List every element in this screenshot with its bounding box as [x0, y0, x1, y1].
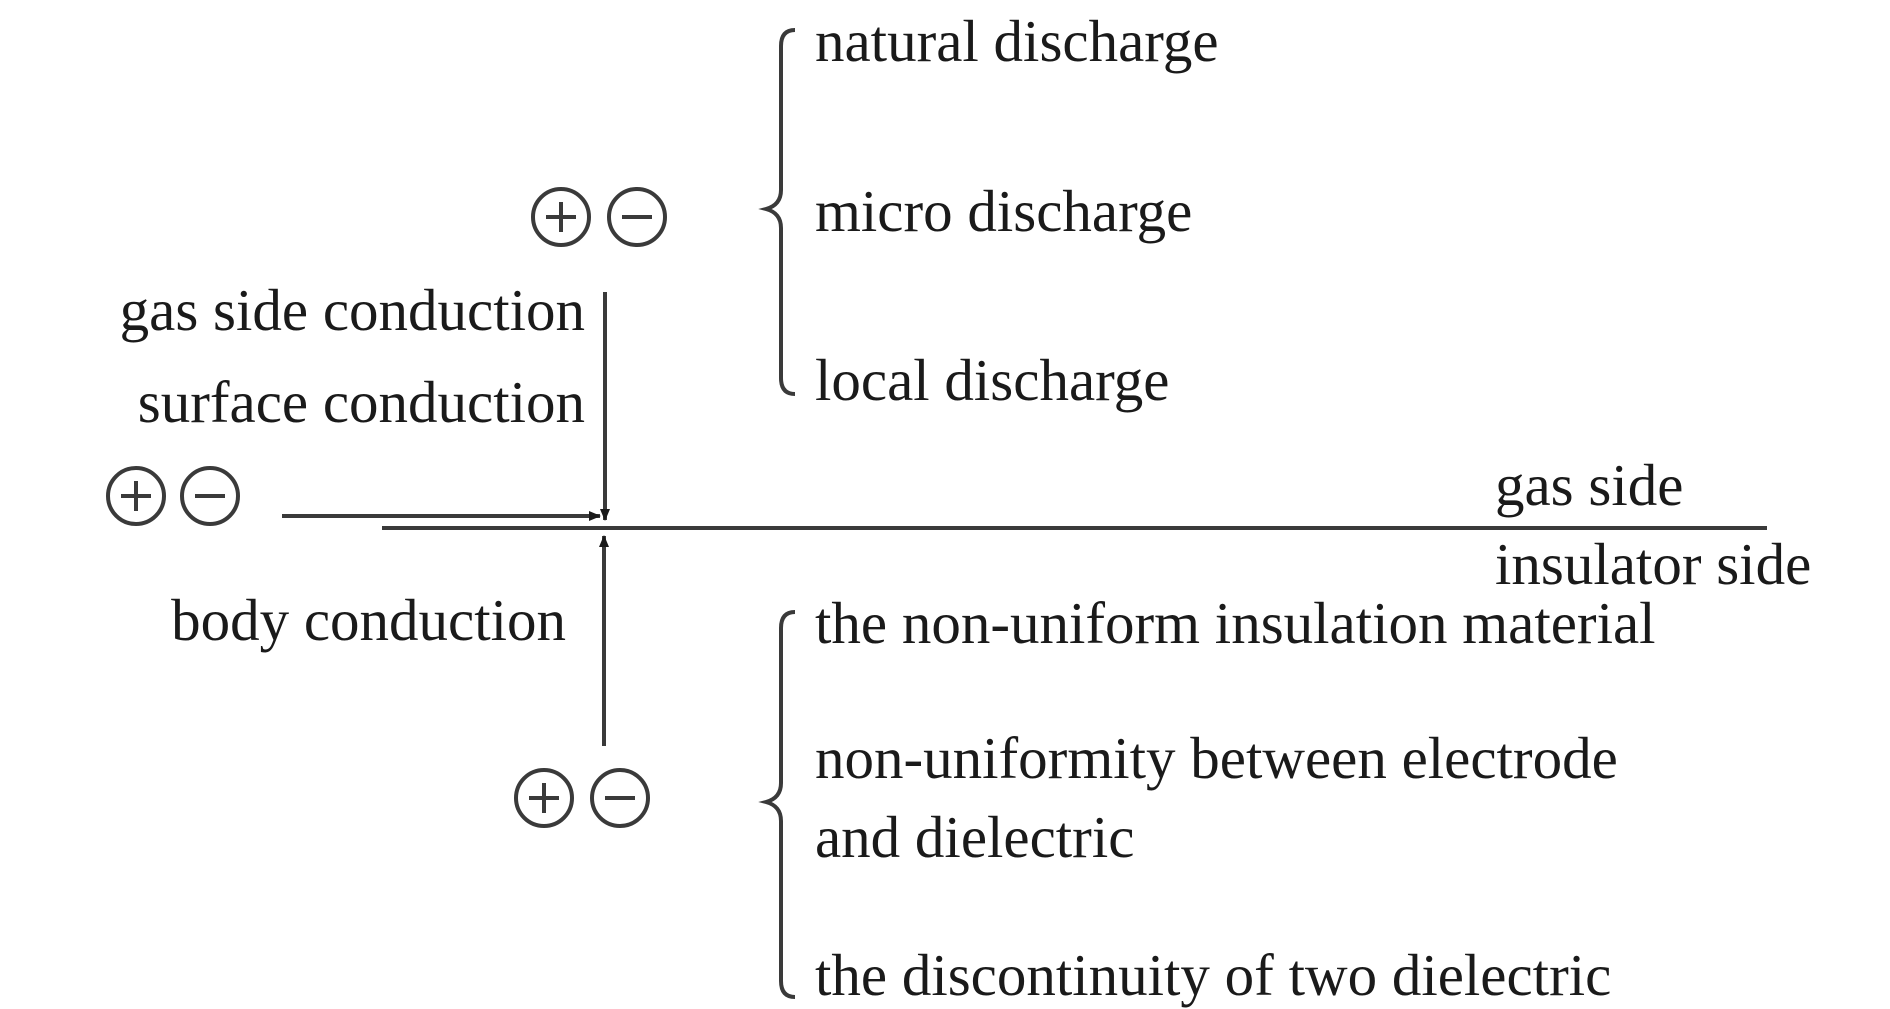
surface-conduction-label: surface conduction: [138, 369, 585, 435]
upper-charge-pair: [531, 187, 667, 247]
upper-minus-circle: [607, 187, 667, 247]
upper-brace: [758, 28, 796, 396]
upper-item-local-discharge: local discharge: [815, 347, 1169, 413]
gas-side-conduction-label: gas side conduction: [120, 277, 585, 343]
lower-brace: [758, 610, 796, 999]
lower-charge-pair: [514, 768, 650, 828]
body-conduction-label: body conduction: [171, 587, 566, 653]
insulator-side-label: insulator side: [1495, 531, 1811, 597]
left-plus-sign: [121, 481, 151, 511]
lower-item-non-uniform-material: the non-uniform insulation material: [815, 590, 1656, 656]
lower-minus-circle: [590, 768, 650, 828]
left-plus-circle: [106, 466, 166, 526]
upper-plus-sign: [546, 202, 576, 232]
lower-item-electrode-line-1: non-uniformity between electrode: [815, 725, 1618, 791]
lower-plus-circle: [514, 768, 574, 828]
upper-item-natural-discharge: natural discharge: [815, 8, 1219, 74]
lower-item-electrode-line-2: and dielectric: [815, 804, 1134, 870]
upper-item-micro-discharge: micro discharge: [815, 178, 1192, 244]
upper-plus-circle: [531, 187, 591, 247]
left-minus-circle: [180, 466, 240, 526]
left-charge-pair: [106, 466, 240, 526]
lower-item-discontinuity: the discontinuity of two dielectric: [815, 942, 1611, 1008]
lower-plus-sign: [529, 783, 559, 813]
gas-side-label: gas side: [1495, 452, 1683, 518]
